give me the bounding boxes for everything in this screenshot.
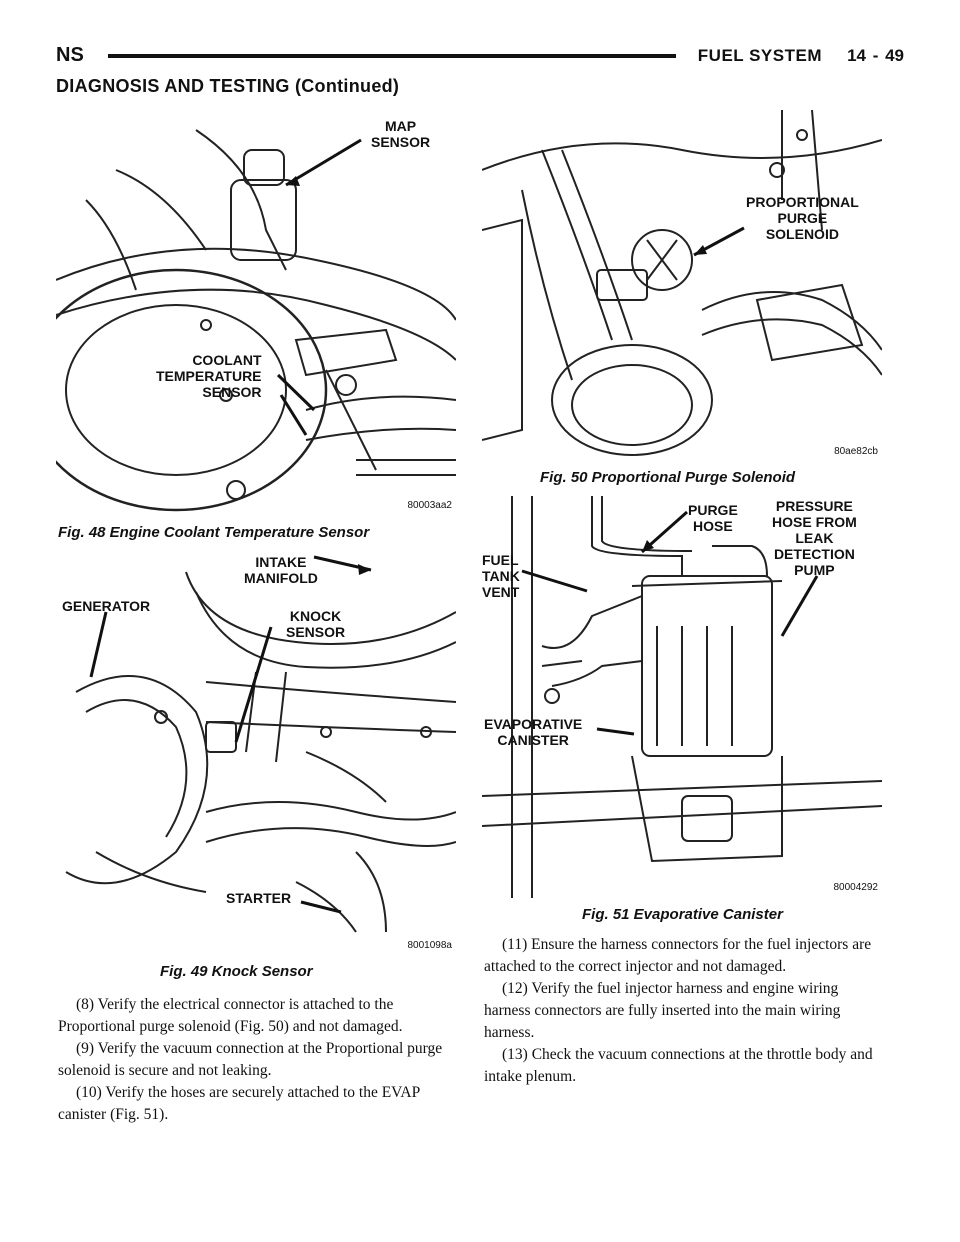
evaporative-canister-drawing xyxy=(482,496,882,898)
step-11: (11) Ensure the harness connectors for t… xyxy=(484,936,872,975)
figure-50-caption: Fig. 50 Proportional Purge Solenoid xyxy=(540,469,796,486)
evaporative-canister-label: EVAPORATIVE CANISTER xyxy=(484,716,583,748)
body-text-left-column: (8) Verify the electrical connector is a… xyxy=(58,994,458,1126)
fuel-tank-vent-label: FUEL TANK VENT xyxy=(482,552,520,600)
proportional-purge-solenoid-label: PROPORTIONAL PURGE SOLENOID xyxy=(746,194,859,242)
step-9: (9) Verify the vacuum connection at the … xyxy=(58,1040,443,1079)
section-title: FUEL SYSTEM xyxy=(697,46,822,65)
body-text-right-column: (11) Ensure the harness connectors for t… xyxy=(484,934,884,1088)
step-8: (8) Verify the electrical connector is a… xyxy=(58,996,403,1035)
page-number: 14 - 49 xyxy=(847,46,904,65)
pressure-hose-label: PRESSURE HOSE FROM LEAK DETECTION PUMP xyxy=(772,498,857,578)
figure-49-caption: Fig. 49 Knock Sensor xyxy=(160,963,313,980)
purge-solenoid-drawing xyxy=(482,110,882,462)
figure-49-code: 8001098a xyxy=(407,940,453,951)
figure-48-caption: Fig. 48 Engine Coolant Temperature Senso… xyxy=(58,524,370,541)
page-header: NS FUEL SYSTEM 14 - 49 xyxy=(56,40,904,70)
step-13: (13) Check the vacuum connections at the… xyxy=(484,1046,873,1085)
header-rule xyxy=(108,54,676,58)
map-sensor-label: MAP SENSOR xyxy=(371,118,431,150)
step-10: (10) Verify the hoses are securely attac… xyxy=(58,1084,420,1123)
engine-coolant-sensor-drawing xyxy=(56,110,456,515)
knock-sensor-drawing xyxy=(56,552,456,956)
figure-51-illustration: PURGE HOSE PRESSURE HOSE FROM LEAK DETEC… xyxy=(482,496,882,898)
starter-label: STARTER xyxy=(226,890,292,906)
continued-heading: DIAGNOSIS AND TESTING (Continued) xyxy=(56,76,400,96)
figure-51-code: 80004292 xyxy=(833,882,879,893)
generator-label: GENERATOR xyxy=(62,598,151,614)
figure-50-code: 80ae82cb xyxy=(834,446,878,457)
figure-48-code: 80003aa2 xyxy=(407,500,453,511)
figure-48-illustration: MAP SENSOR COOLANT TEMPERATURE SENSOR 80… xyxy=(56,110,456,515)
step-12: (12) Verify the fuel injector harness an… xyxy=(484,980,841,1041)
figure-51-caption: Fig. 51 Evaporative Canister xyxy=(582,906,783,923)
figure-49-illustration: INTAKE MANIFOLD GENERATOR KNOCK SENSOR S… xyxy=(56,552,456,956)
coolant-temperature-sensor-label: COOLANT TEMPERATURE SENSOR xyxy=(156,352,262,400)
knock-sensor-label: KNOCK SENSOR xyxy=(286,608,346,640)
manual-code: NS xyxy=(56,44,84,66)
figure-50-illustration: PROPORTIONAL PURGE SOLENOID 80ae82cb xyxy=(482,110,882,462)
purge-hose-label: PURGE HOSE xyxy=(688,502,738,534)
intake-manifold-label: INTAKE MANIFOLD xyxy=(244,554,318,586)
